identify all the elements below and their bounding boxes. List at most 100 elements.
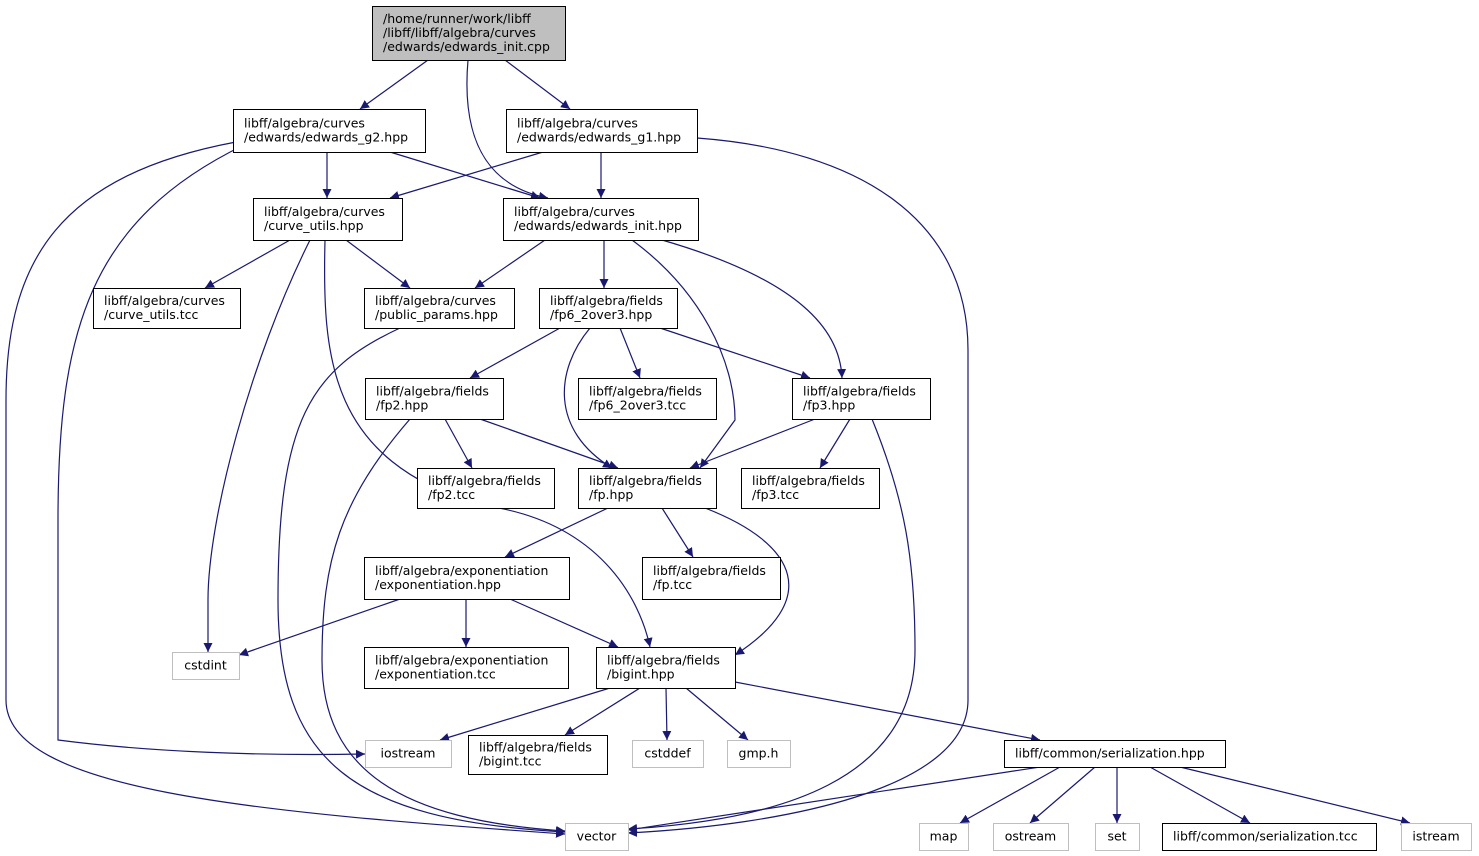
edge-ei-to-fp3 (661, 239, 847, 379)
edge-fp-to-fpt (661, 507, 694, 558)
node-fp3t[interactable]: libff/algebra/fields/fp3.tcc (741, 468, 880, 509)
edge-bi-to-ser (734, 681, 1041, 743)
edge-ei-to-fp (631, 239, 736, 469)
node-ei[interactable]: libff/algebra/curves/edwards/edwards_ini… (503, 198, 699, 241)
node-box (993, 823, 1069, 851)
edge-fp3-to-fp3t (819, 418, 851, 469)
edge-cu-to-pp (345, 239, 411, 289)
node-label-line: libff/algebra/curves (104, 293, 225, 308)
node-exp[interactable]: libff/algebra/exponentiation/exponentiat… (364, 557, 570, 600)
edge-fp6-to-fp3 (659, 327, 811, 380)
node-label-line: /edwards/edwards_g1.hpp (517, 130, 681, 145)
node-fpt[interactable]: libff/algebra/fields/fp.tcc (642, 557, 781, 600)
node-label-line: ostream (1005, 829, 1056, 844)
node-label-line: /curve_utils.tcc (104, 307, 199, 322)
node-label-line: cstddef (644, 746, 691, 761)
edge-fp-to-exp (504, 507, 609, 558)
node-fp6[interactable]: libff/algebra/fields/fp6_2over3.hpp (539, 288, 678, 329)
node-sert[interactable]: libff/common/serialization.tcc (1162, 823, 1377, 851)
node-label-line: libff/algebra/curves (244, 116, 365, 131)
node-box (365, 378, 504, 420)
node-label-line: /libff/libff/algebra/curves (383, 25, 536, 40)
node-fp6t[interactable]: libff/algebra/fields/fp6_2over3.tcc (578, 378, 717, 420)
node-bi[interactable]: libff/algebra/fields/bigint.hpp (596, 647, 736, 689)
node-label-line: /curve_utils.hpp (264, 218, 364, 233)
node-label-line: libff/algebra/exponentiation (375, 563, 548, 578)
node-label-line: /fp6_2over3.hpp (550, 307, 652, 322)
node-label-line: libff/algebra/fields (803, 384, 916, 399)
node-bit[interactable]: libff/algebra/fields/bigint.tcc (468, 735, 608, 775)
node-label-line: cstdint (184, 658, 227, 673)
edge-g2-to-iostream (57, 144, 366, 759)
edge-root-to-ei (466, 59, 549, 201)
node-set: set (1095, 823, 1140, 851)
node-box (792, 378, 931, 420)
node-box (365, 740, 452, 768)
node-label-line: iostream (381, 746, 436, 761)
edge-fp6-to-fp (563, 327, 613, 469)
node-box (372, 6, 566, 61)
edge-bi-to-cstddef (662, 687, 672, 741)
node-cu[interactable]: libff/algebra/curves/curve_utils.hpp (253, 198, 403, 241)
edge-fp3-to-fp (689, 418, 816, 469)
node-pp[interactable]: libff/algebra/curves/public_params.hpp (364, 288, 515, 329)
node-label-line: /public_params.hpp (375, 307, 498, 322)
node-box (364, 288, 515, 329)
node-box (919, 823, 969, 851)
edge-ser-to-ostream (1029, 766, 1096, 824)
node-fp2[interactable]: libff/algebra/fields/fp2.hpp (365, 378, 504, 420)
edge-bi-to-bit (564, 687, 641, 736)
node-box (539, 288, 678, 329)
node-fp3[interactable]: libff/algebra/fields/fp3.hpp (792, 378, 931, 420)
node-cstdint: cstdint (172, 652, 240, 680)
edge-cu-to-cstdint (203, 239, 311, 652)
node-label-line: /exponentiation.hpp (375, 577, 501, 592)
node-box (253, 198, 403, 241)
node-ser[interactable]: libff/common/serialization.hpp (1004, 740, 1226, 768)
node-fp[interactable]: libff/algebra/fields/fp.hpp (578, 468, 717, 509)
edge-fp2-to-fp (479, 418, 619, 470)
edge-ser-to-istream (1179, 766, 1411, 826)
node-vector: vector (565, 823, 629, 851)
edge-fp3-to-vector (627, 418, 916, 833)
node-box (364, 647, 569, 689)
edge-pp-to-vector (277, 327, 566, 836)
node-box (565, 823, 629, 851)
node-g1[interactable]: libff/algebra/curves/edwards/edwards_g1.… (506, 109, 698, 153)
node-label-line: /bigint.hpp (607, 667, 675, 682)
node-box (596, 647, 736, 689)
node-box (1095, 823, 1140, 851)
node-ostream: ostream (993, 823, 1069, 851)
node-label-line: /fp2.tcc (428, 487, 475, 502)
edge-fp-to-bi (704, 507, 790, 656)
node-box (506, 109, 698, 153)
edge-bi-to-gmp (685, 687, 749, 741)
node-label-line: gmp.h (739, 746, 779, 761)
node-label-line: libff/algebra/fields (752, 473, 865, 488)
edge-ei-to-pp (474, 239, 546, 289)
node-label-line: set (1107, 829, 1126, 844)
node-box (727, 740, 791, 768)
node-fp2t[interactable]: libff/algebra/fields/fp2.tcc (417, 468, 555, 509)
node-cut[interactable]: libff/algebra/curves/curve_utils.tcc (93, 288, 241, 329)
node-gmp: gmp.h (727, 740, 791, 768)
node-label-line: /edwards/edwards_init.hpp (514, 218, 682, 233)
node-label-line: libff/algebra/curves (375, 293, 496, 308)
edge-g1-to-vector (627, 137, 969, 838)
node-label-line: /fp6_2over3.tcc (589, 398, 686, 413)
edge-fp2-to-vector (321, 418, 566, 835)
node-label-line: libff/common/serialization.hpp (1015, 746, 1205, 761)
edge-root-to-g1 (504, 59, 571, 110)
node-g2[interactable]: libff/algebra/curves/edwards/edwards_g2.… (233, 109, 426, 153)
node-expt[interactable]: libff/algebra/exponentiation/exponentiat… (364, 647, 569, 689)
node-label-line: map (930, 829, 958, 844)
node-label-line: libff/algebra/fields (479, 740, 592, 755)
node-label-line: libff/algebra/curves (517, 116, 638, 131)
node-label-line: /exponentiation.tcc (375, 667, 496, 682)
edge-exp-to-bi (509, 598, 619, 648)
node-label-line: libff/common/serialization.tcc (1173, 829, 1358, 844)
node-box (93, 288, 241, 329)
node-box (578, 378, 717, 420)
node-label-line: libff/algebra/fields (376, 384, 489, 399)
